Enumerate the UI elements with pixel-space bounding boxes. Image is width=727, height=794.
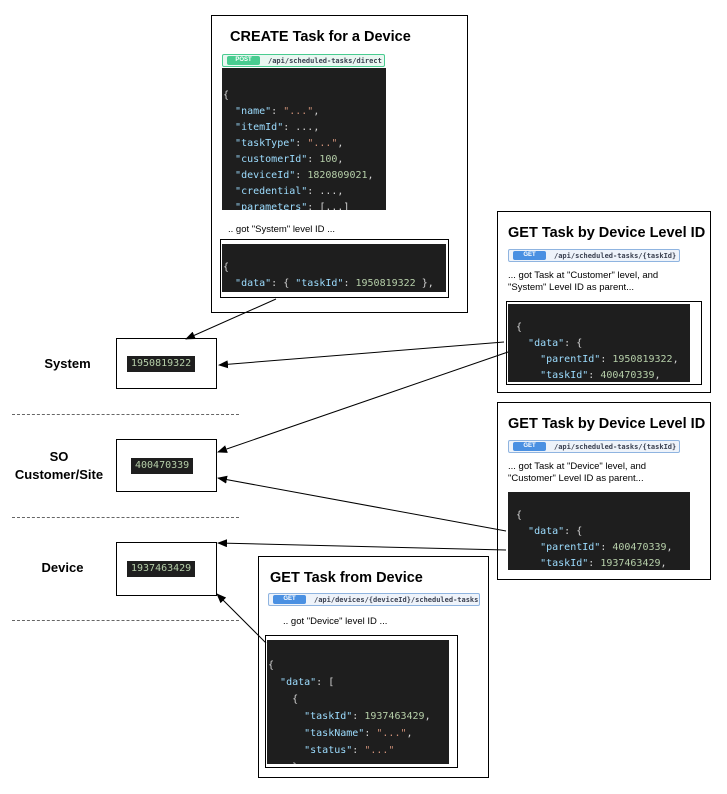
code-value: "..." xyxy=(307,138,338,149)
code-value: 1820809021 xyxy=(307,170,368,181)
level-label-line: SO xyxy=(49,449,69,464)
get-task-device-title: GET Task by Device Level ID xyxy=(508,416,706,432)
get-device-tasks-endpoint[interactable]: GET /api/devices/{deviceId}/scheduled-ta… xyxy=(268,593,480,606)
level-separator xyxy=(12,414,239,415)
get-task-customer-title: GET Task by Device Level ID xyxy=(508,225,706,241)
get-method-badge: GET xyxy=(273,595,306,604)
code-value: 1950819322 xyxy=(612,354,673,365)
arrow-get-to-customer xyxy=(217,351,509,453)
device-id-value: 1937463429 xyxy=(127,561,196,577)
create-endpoint-path: /api/scheduled-tasks/direct xyxy=(268,57,382,65)
get-device-tasks-note: .. got "Device" level ID ... xyxy=(283,616,388,627)
customer-id-value: 400470339 xyxy=(131,458,194,474)
level-label-system: System xyxy=(44,356,91,371)
get-device-tasks-response: { "data": [ { "taskId": 1937463429, "tas… xyxy=(267,640,449,764)
get-method-badge: GET xyxy=(513,442,546,451)
code-key: "parentId" xyxy=(540,354,601,365)
code-value: ... xyxy=(295,122,314,133)
code-key: "data" xyxy=(528,338,565,349)
create-task-title: CREATE Task for a Device xyxy=(230,29,411,45)
code-key: "itemId" xyxy=(235,122,284,133)
note-line: "Customer" Level ID as parent... xyxy=(508,473,644,484)
code-key: "taskId" xyxy=(304,711,353,722)
note-line: "System" Level ID as parent... xyxy=(508,282,635,293)
code-key: "data" xyxy=(235,278,272,289)
arrow-create-to-system xyxy=(185,298,277,340)
code-key: "status" xyxy=(304,745,353,756)
note-line: ... got Task at "Device" level, and xyxy=(508,461,647,472)
level-separator xyxy=(12,620,239,621)
code-key: "parameters" xyxy=(235,202,308,210)
code-key: "name" xyxy=(235,106,272,117)
code-key: "taskId" xyxy=(540,370,589,381)
code-value: "..." xyxy=(376,728,407,739)
get-task-customer-note: ... got Task at "Customer" level, and "S… xyxy=(508,270,658,294)
level-label-customer: SO Customer/Site xyxy=(0,448,118,484)
level-label-device: Device xyxy=(41,560,84,575)
level-separator xyxy=(12,517,239,518)
code-value: 400470339 xyxy=(600,370,655,381)
code-key: "deviceId" xyxy=(235,170,296,181)
code-key: "taskType" xyxy=(235,138,296,149)
create-response-body: { "data": { "taskId": 1950819322 },} xyxy=(222,244,446,292)
arrow-get-to-system xyxy=(218,341,505,369)
note-line: ... got Task at "Customer" level, and xyxy=(508,270,659,281)
get-task-device-note: ... got Task at "Device" level, and "Cus… xyxy=(508,461,646,485)
level-label-line: Customer/Site xyxy=(14,467,104,482)
get-task-device-path: /api/scheduled-tasks/{taskId} xyxy=(554,443,677,451)
create-note: .. got "System" level ID ... xyxy=(228,224,336,235)
get-task-customer-endpoint[interactable]: GET /api/scheduled-tasks/{taskId} xyxy=(508,249,680,262)
code-value: 1937463429 xyxy=(364,711,425,722)
get-device-tasks-title: GET Task from Device xyxy=(270,570,423,586)
system-id-value: 1950819322 xyxy=(127,356,196,372)
get-task-customer-response: { "data": { "parentId": 1950819322, "tas… xyxy=(508,304,690,382)
code-key: "data" xyxy=(528,526,565,537)
code-value: [...] xyxy=(319,202,350,210)
code-key: "data" xyxy=(280,677,317,688)
code-line: { xyxy=(223,90,230,101)
create-request-body: { "name": "...", "itemId": ..., "taskTyp… xyxy=(222,68,386,210)
code-value: 400470339 xyxy=(612,542,667,553)
code-value: ... xyxy=(319,186,338,197)
code-key: "taskName" xyxy=(304,728,365,739)
get-device-tasks-path: /api/devices/{deviceId}/scheduled-tasks xyxy=(314,596,479,604)
get-task-device-response: { "data": { "parentId": 400470339, "task… xyxy=(508,492,690,570)
code-value: "..." xyxy=(283,106,314,117)
create-endpoint[interactable]: POST /api/scheduled-tasks/direct xyxy=(222,54,385,67)
code-key: "taskId" xyxy=(540,558,589,569)
get-task-device-endpoint[interactable]: GET /api/scheduled-tasks/{taskId} xyxy=(508,440,680,453)
code-key: "parentId" xyxy=(540,542,601,553)
post-method-badge: POST xyxy=(227,56,260,65)
code-key: "credential" xyxy=(235,186,308,197)
get-method-badge: GET xyxy=(513,251,546,260)
arrow-device-tasks-to-device xyxy=(216,593,267,644)
get-task-customer-path: /api/scheduled-tasks/{taskId} xyxy=(554,252,677,260)
arrow-get-device-to-customer xyxy=(217,475,507,532)
code-key: "customerId" xyxy=(235,154,308,165)
code-value: 1937463429 xyxy=(600,558,661,569)
code-value: 1950819322 xyxy=(355,278,416,289)
arrow-get-device-to-device xyxy=(217,539,507,551)
code-value: "..." xyxy=(364,745,395,756)
code-value: 100 xyxy=(319,154,338,165)
code-key: "taskId" xyxy=(295,278,344,289)
